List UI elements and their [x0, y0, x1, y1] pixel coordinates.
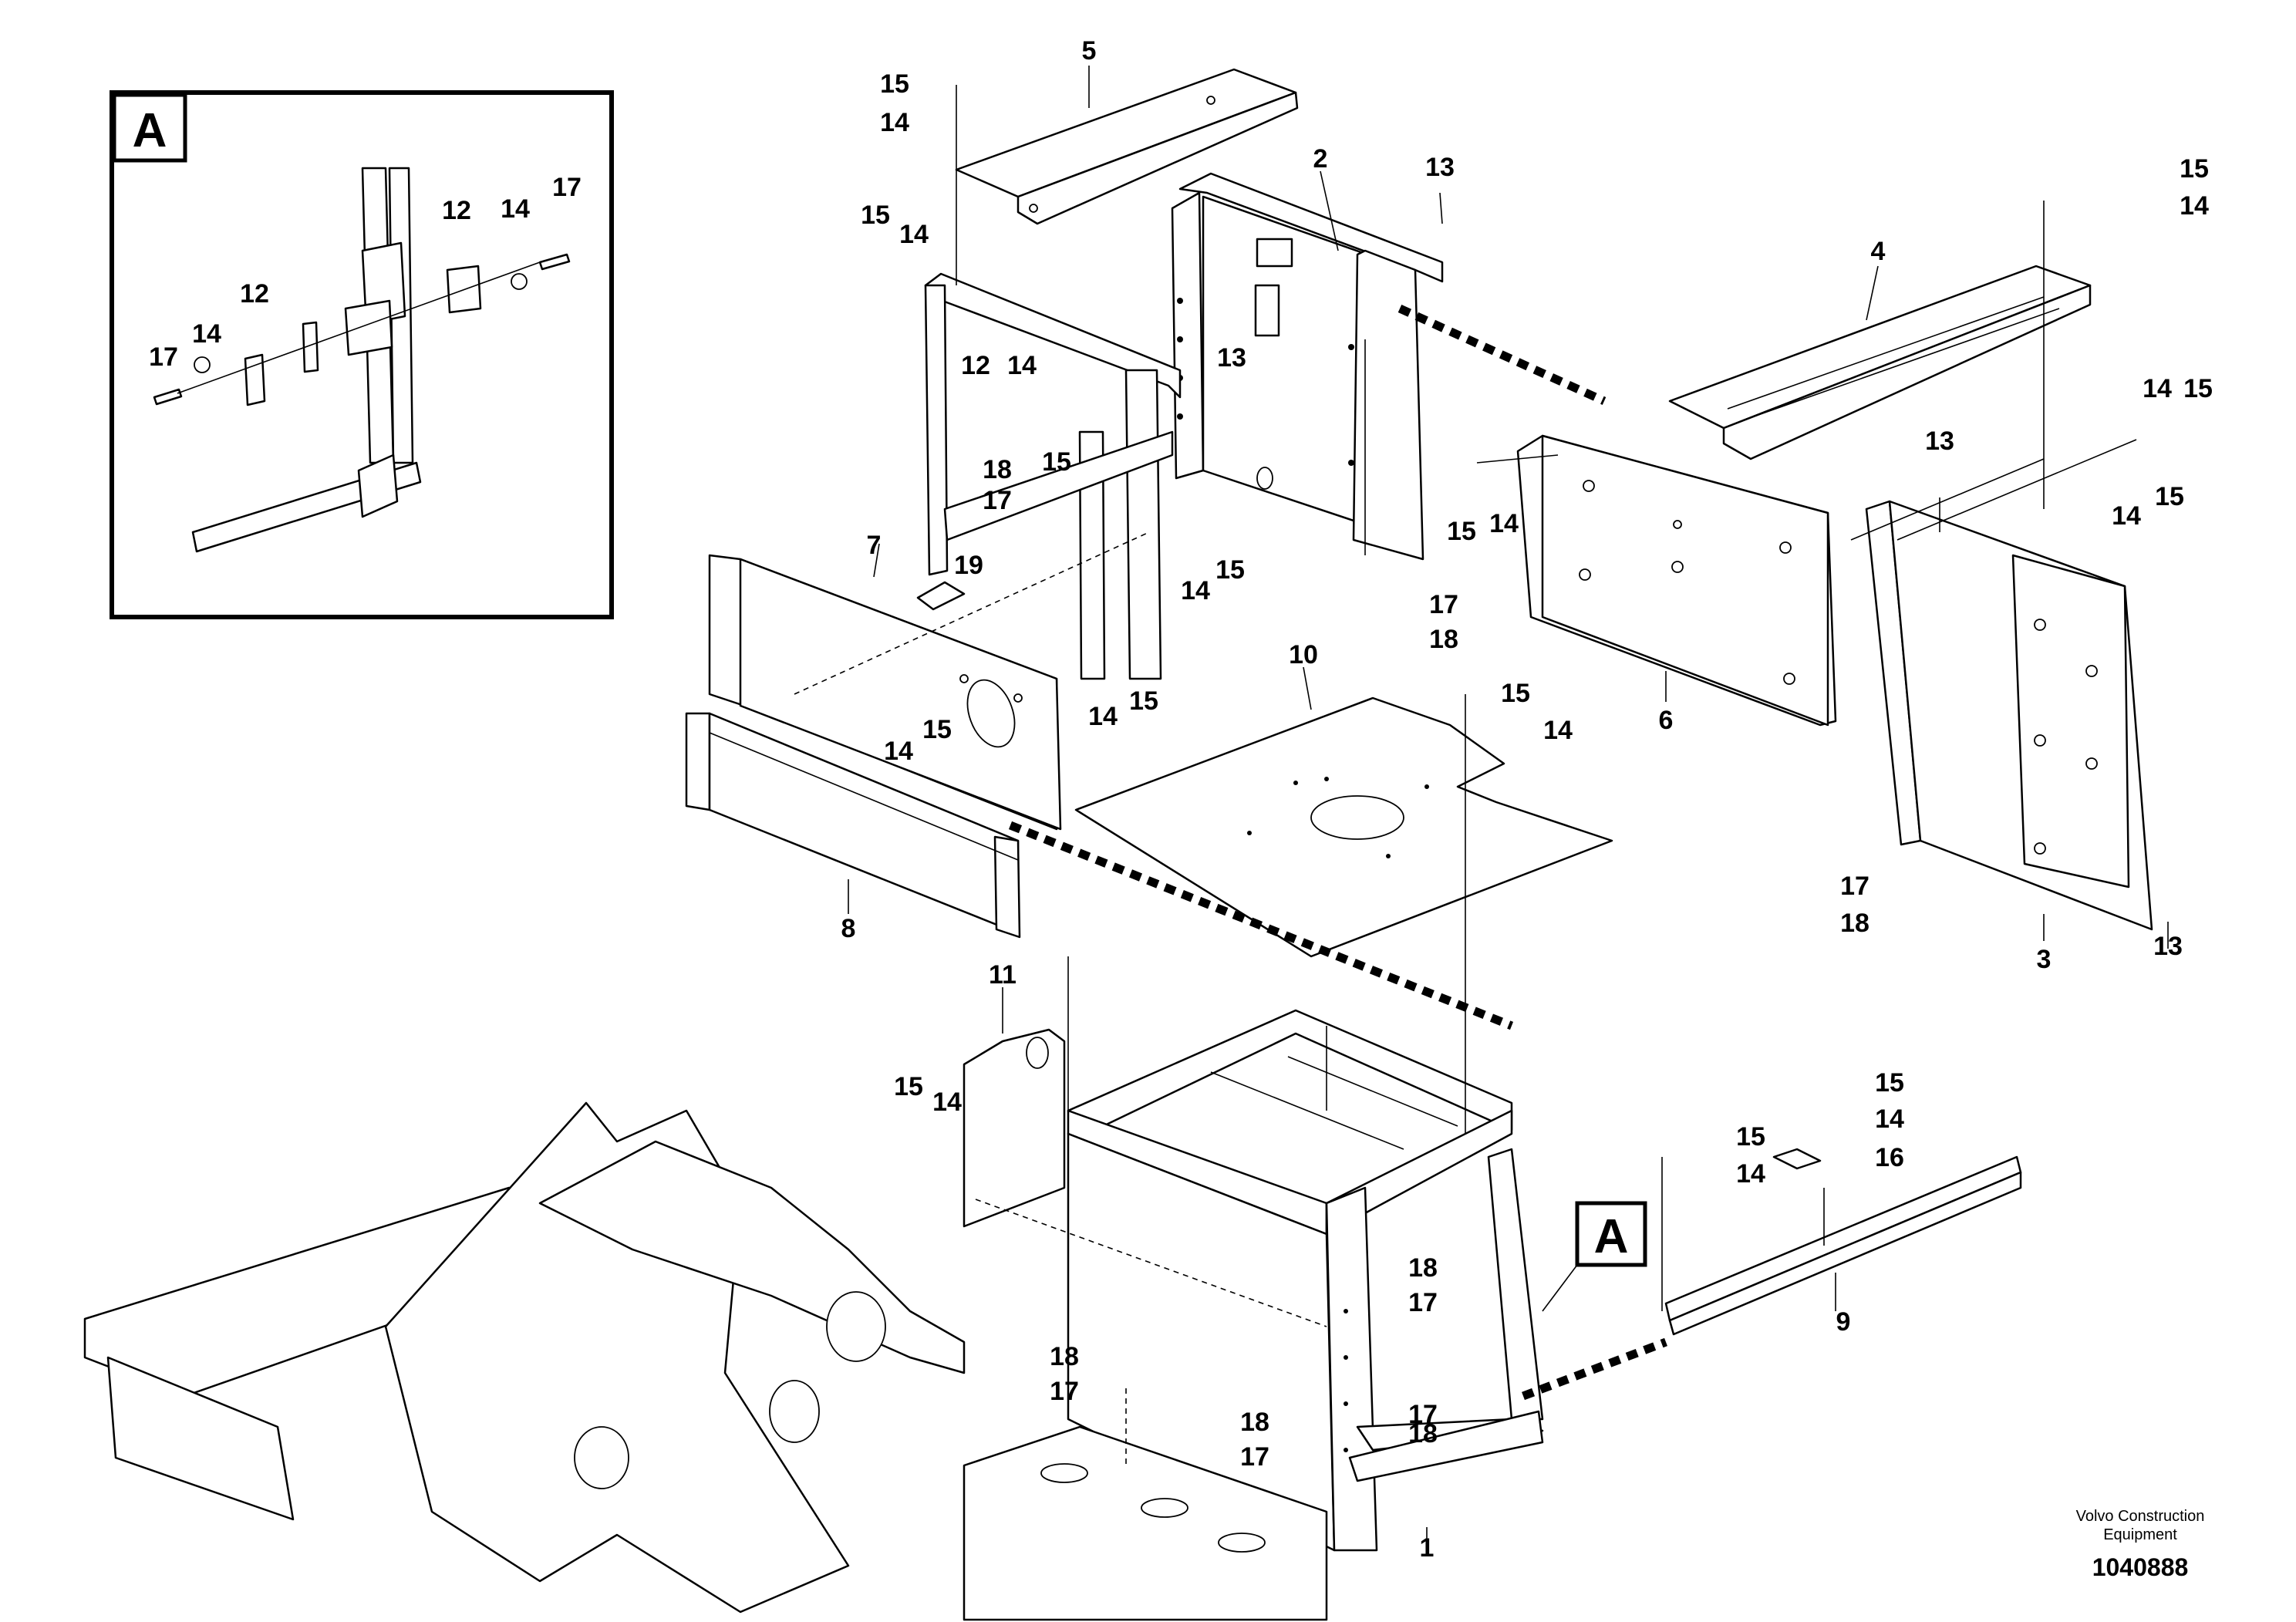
callout-13: 13	[1425, 153, 1455, 182]
callout-15: 15	[2155, 482, 2184, 511]
callout-14: 14	[2180, 191, 2209, 221]
part-3-right-door	[1865, 500, 2153, 931]
callout-17: 17	[1408, 1288, 1438, 1317]
callout-18: 18	[1840, 909, 1870, 938]
company-name-line2: Equipment	[2103, 1526, 2177, 1543]
callout-15: 15	[880, 69, 909, 99]
part-5-top-cover	[955, 68, 1299, 225]
callout-14: 14	[880, 108, 909, 137]
callout-13: 13	[1217, 343, 1246, 373]
detail-view-a: A 17 14 12 12 14 17	[110, 90, 614, 619]
company-name: Volvo Construction	[2076, 1508, 2205, 1525]
part-2-rear-frame	[1171, 172, 1444, 561]
part-9-bar	[1664, 1148, 2022, 1336]
callout-17: 17	[983, 486, 1012, 515]
callout-14: 14	[884, 737, 913, 766]
callout-14: 14	[1088, 702, 1118, 731]
callout-18: 18	[1408, 1253, 1438, 1283]
callout-7: 7	[867, 531, 882, 560]
callout-12: 12	[961, 351, 990, 380]
callout-12: 12	[240, 279, 269, 309]
callout-15: 15	[1042, 447, 1071, 477]
part-7-side-panel	[708, 554, 1062, 831]
callout-14: 14	[1736, 1159, 1765, 1189]
callout-16: 16	[1875, 1143, 1904, 1172]
callout-18: 18	[1240, 1408, 1269, 1437]
callout-14: 14	[1181, 576, 1210, 605]
callout-15: 15	[1736, 1122, 1765, 1152]
callout-17: 17	[1408, 1400, 1438, 1429]
callout-6: 6	[1659, 706, 1674, 735]
left-side-frame	[916, 272, 1182, 680]
callout-17: 17	[1240, 1442, 1269, 1472]
view-marker-label: A	[1594, 1210, 1629, 1263]
callout-9: 9	[1836, 1307, 1851, 1337]
assembly-lines	[794, 85, 2137, 1465]
callout-15: 15	[2180, 154, 2209, 184]
callout-15: 15	[922, 715, 952, 744]
callout-12: 12	[442, 196, 471, 225]
callout-15: 15	[1501, 679, 1530, 708]
callout-15: 15	[1875, 1068, 1904, 1098]
callout-17: 17	[1050, 1377, 1079, 1406]
callout-14: 14	[932, 1088, 962, 1117]
callout-8: 8	[841, 914, 856, 943]
callout-19: 19	[954, 551, 983, 580]
callout-15: 15	[894, 1072, 923, 1101]
callout-13: 13	[1925, 427, 1954, 456]
footer-credit: Volvo Construction Equipment 1040888	[2076, 1508, 2205, 1581]
callout-15: 15	[1447, 517, 1476, 546]
callout-18: 18	[1429, 625, 1458, 654]
callout-15: 15	[1129, 686, 1158, 716]
callout-1: 1	[1420, 1533, 1435, 1563]
callout-17: 17	[1429, 590, 1458, 619]
callout-14: 14	[501, 194, 530, 224]
machine-chassis	[83, 1101, 1328, 1621]
callout-15: 15	[861, 201, 890, 230]
callout-11: 11	[989, 960, 1017, 990]
callout-leaders	[848, 66, 2169, 1546]
callout-labels: 5 2 13 4 13 6 7 8 10 11 1 3 13 9 16 19 1…	[841, 36, 2213, 1563]
callout-15: 15	[1215, 555, 1245, 585]
callout-14: 14	[1875, 1104, 1904, 1134]
callout-14: 14	[1489, 509, 1519, 538]
callout-18: 18	[1408, 1419, 1438, 1448]
part-8-lower-panel	[685, 712, 1021, 939]
callout-15: 17	[552, 173, 582, 202]
part-11-plate	[963, 1028, 1066, 1228]
callout-4: 4	[1871, 237, 1886, 266]
callout-14: 14	[1543, 716, 1573, 745]
part-4-right-cover	[1668, 265, 2092, 460]
callout-10: 10	[1289, 640, 1318, 669]
document-number: 1040888	[2092, 1553, 2189, 1581]
callout-14: 14	[1007, 351, 1037, 380]
callout-5: 5	[1082, 36, 1097, 66]
callout-2: 2	[1313, 144, 1328, 174]
callout-3: 3	[2037, 945, 2052, 974]
part-6-door-panel	[1516, 434, 1837, 727]
callout-14: 14	[2112, 501, 2141, 531]
callout-17: 17	[1840, 872, 1870, 901]
callout-14: 14	[899, 220, 929, 249]
callout-14: 14	[192, 319, 221, 349]
part-10-floor-plate	[1074, 696, 1613, 958]
callout-14: 14	[2143, 374, 2172, 403]
view-marker-a: A	[1542, 1201, 1647, 1312]
callout-15: 15	[2183, 374, 2213, 403]
detail-label: A	[133, 104, 167, 157]
callout-18: 18	[983, 455, 1012, 484]
callout-13: 13	[2153, 932, 2183, 961]
callout-15: 17	[149, 342, 178, 372]
callout-18: 18	[1050, 1342, 1079, 1371]
